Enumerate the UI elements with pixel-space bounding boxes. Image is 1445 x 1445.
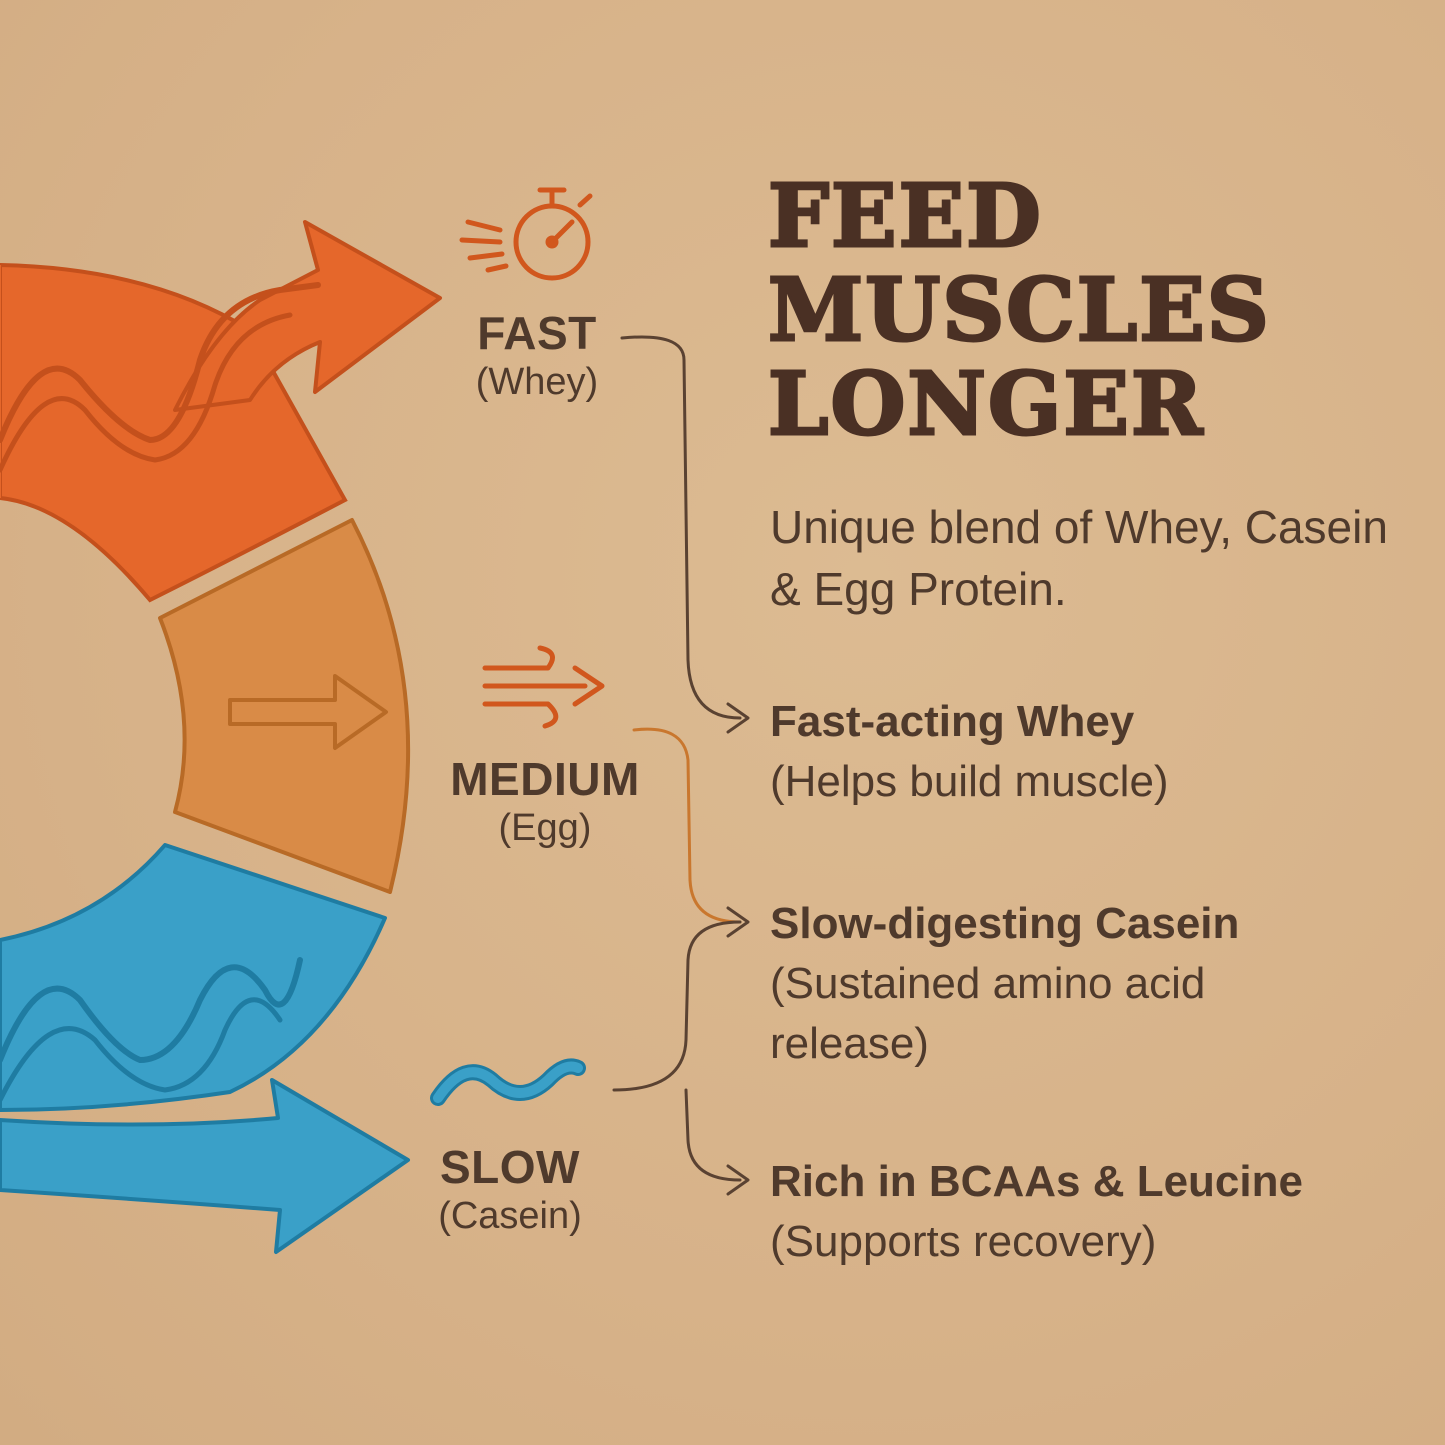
speed-label-medium: MEDIUM (Egg) [430,752,660,851]
speed-source: (Casein) [438,1195,582,1238]
stopwatch-icon [459,187,593,281]
headline-line: MUSCLES [767,260,1271,361]
speed-label-fast: FAST (Whey) [452,306,622,405]
headline-line: FEED [767,166,1043,267]
tagline: Unique blend of Whey, Casein & Egg Prote… [770,501,1388,615]
wind-arrow-icon [482,645,605,729]
headline: FEED MUSCLES LONGER [767,166,1271,455]
speed-source: (Egg) [498,807,592,850]
headline-line: LONGER [767,354,1205,455]
speed-name: SLOW [440,1141,580,1193]
benefit-title: Rich in BCAAs & Leucine [770,1157,1303,1206]
benefit-title: Fast-acting Whey [770,697,1135,746]
speed-name: MEDIUM [450,753,640,805]
speed-label-slow: SLOW (Casein) [410,1140,610,1239]
benefit-desc: (Sustained amino acid release) [770,959,1206,1068]
benefit-desc: (Helps build muscle) [770,757,1169,806]
speed-source: (Whey) [475,361,599,404]
connector-lines [612,335,750,1196]
fast-segment [0,220,442,603]
benefit-desc: (Supports recovery) [770,1217,1157,1266]
slow-segment [0,843,410,1254]
medium-segment [158,518,411,894]
benefit-item: Fast-acting Whey (Helps build muscle) [770,692,1410,812]
benefit-title: Slow-digesting Casein [770,899,1240,948]
wave-icon [430,1058,586,1106]
speed-name: FAST [477,307,597,359]
benefit-item: Slow-digesting Casein (Sustained amino a… [770,894,1290,1074]
benefit-item: Rich in BCAAs & Leucine (Supports recove… [770,1152,1410,1272]
